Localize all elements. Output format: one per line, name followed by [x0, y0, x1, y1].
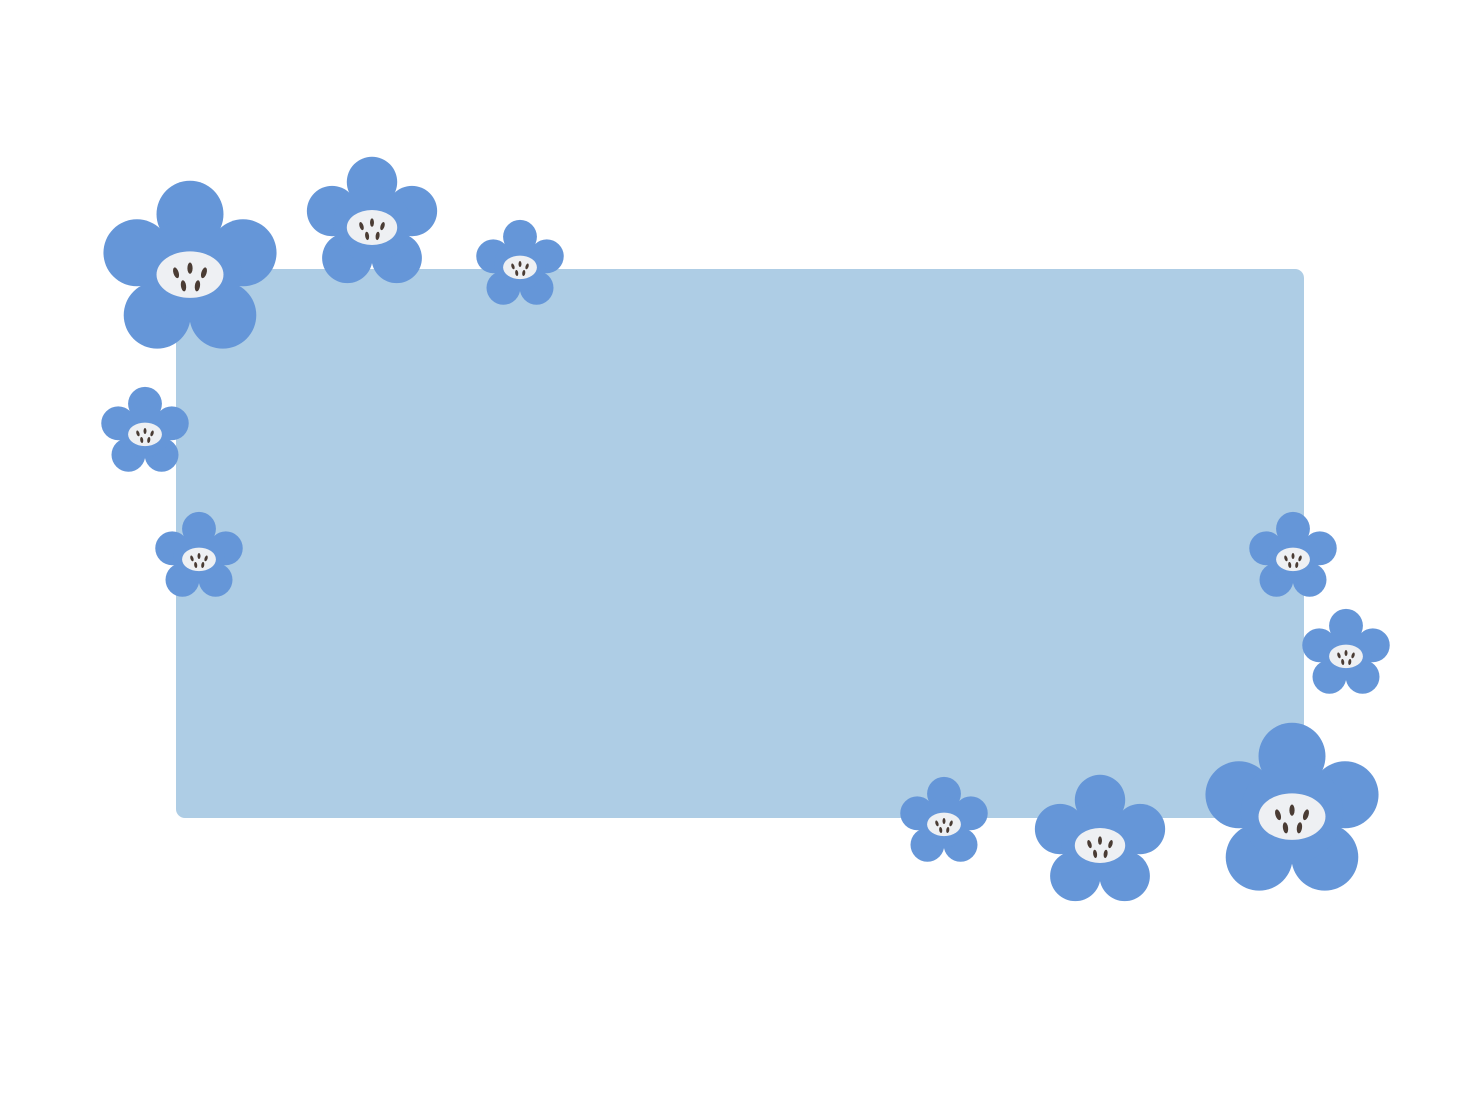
- flower-icon: [1034, 774, 1166, 902]
- flower-icon: [306, 156, 438, 284]
- flower-icon: [103, 180, 277, 349]
- flower-icon: [1302, 608, 1390, 694]
- flower-icon: [1205, 722, 1379, 891]
- flower-icon: [1249, 511, 1337, 597]
- blank-text-panel: [176, 269, 1304, 818]
- flower-icon: [101, 386, 189, 472]
- flower-icon: [155, 511, 243, 597]
- flower-icon: [476, 219, 564, 305]
- flower-icon: [900, 776, 988, 862]
